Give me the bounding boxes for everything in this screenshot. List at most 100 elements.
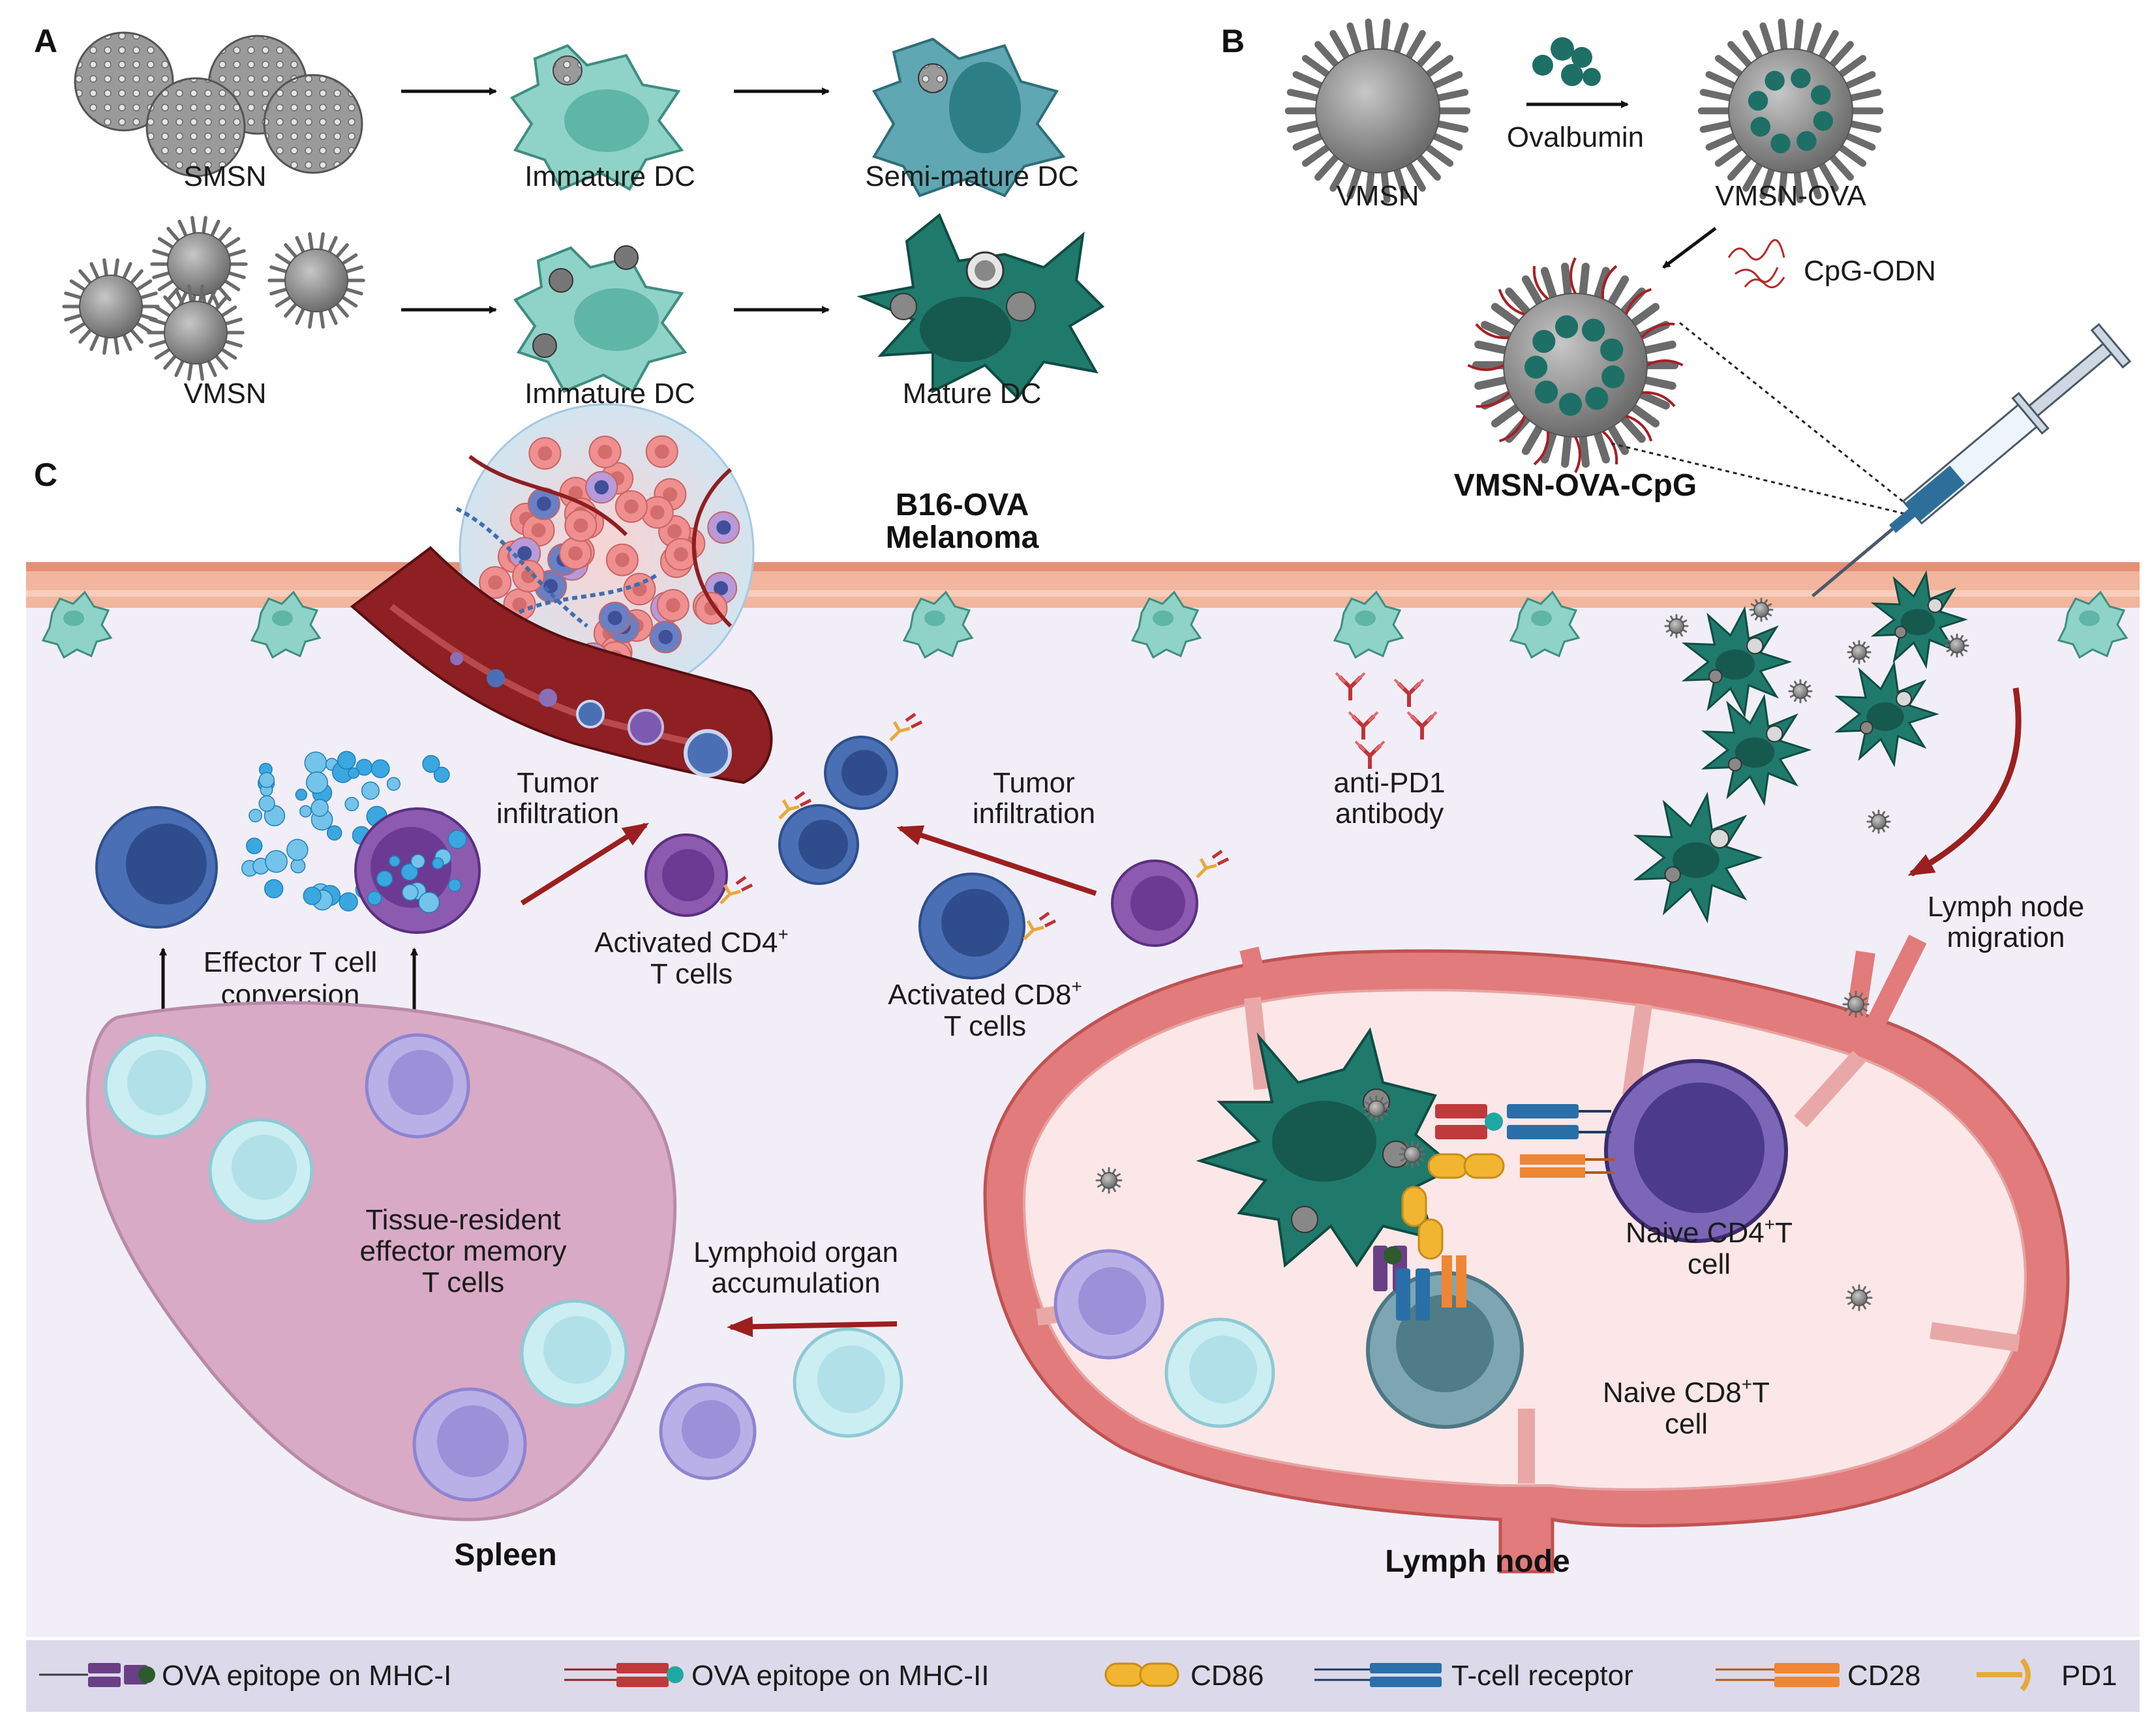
label-tumor-line2: Melanoma [886, 520, 1039, 555]
vmsn-particle [1945, 633, 1969, 658]
pd1-receptor [720, 875, 753, 905]
mature-dc [1633, 792, 1763, 923]
cytokine-dot [410, 854, 425, 869]
panel-label-a: A [34, 23, 57, 59]
lymph-node-t-cells [1053, 1249, 1275, 1428]
antibody-icon [1335, 672, 1366, 700]
label-effector-line1: Effector T cell [204, 946, 378, 978]
skin-dc [2057, 590, 2129, 659]
ovalbumin-icon [1532, 37, 1601, 86]
cytokine-dot [264, 879, 284, 899]
cytokine-dot [422, 755, 440, 773]
tumor-cell [641, 496, 674, 529]
mature-dc [1834, 661, 1939, 768]
cytokine-dot [249, 809, 263, 822]
vmsn-ova-particle [1697, 18, 1884, 203]
cytokine-dot [303, 886, 322, 905]
legend-cd86-label: CD86 [1190, 1660, 1264, 1692]
legend-mhc2-label: OVA epitope on MHC-II [691, 1660, 990, 1692]
label-cpg-odn: CpG-ODN [1804, 255, 1936, 287]
label-smsn: SMSN [183, 160, 266, 192]
cytokine-dot [348, 767, 359, 779]
tumor-cell [598, 601, 631, 635]
label-cd4-activated-2: T cells [650, 958, 733, 990]
pd1-receptor [1196, 849, 1230, 878]
label-semi-mature-dc: Semi-mature DC [865, 160, 1079, 192]
label-naive-cd4-2: cell [1688, 1248, 1731, 1280]
panel-label-b: B [1221, 23, 1245, 59]
label-infiltration-right-1: Tumor [993, 767, 1075, 799]
skin-dc [1509, 590, 1581, 659]
label-vmsn-ova: VMSN-OVA [1715, 180, 1866, 212]
mature-dc [1681, 605, 1793, 719]
label-mature-dc: Mature DC [903, 378, 1042, 410]
effector-cd8-cell [95, 806, 218, 929]
antibody-icon [1406, 711, 1438, 740]
vmsn-particle [267, 232, 365, 329]
vmsn-particle [1845, 1284, 1873, 1311]
pd1-receptor [778, 790, 812, 820]
label-lymph-node: Lymph node [1385, 1544, 1570, 1579]
label-trm-2: effector memory [359, 1235, 566, 1267]
legend-pd1-icon [1977, 1658, 2031, 1692]
migrating-t-cells [659, 1327, 903, 1480]
vmsn-particle [150, 216, 248, 312]
skin-dc [41, 590, 113, 659]
vmsn-particle [1847, 640, 1872, 665]
cytokine-dot [265, 850, 288, 873]
label-vmsn-b: VMSN [1336, 180, 1419, 212]
vmsn-particle [1399, 1141, 1426, 1168]
label-naive-cd8-1: Naive CD8+T [1603, 1374, 1770, 1409]
cytokine-dot [386, 777, 401, 791]
legend-mhc1-icon [39, 1663, 155, 1687]
cytokine-dot [246, 837, 263, 854]
legend-cd28-label: CD28 [1847, 1660, 1921, 1692]
cytokine-dot [418, 891, 440, 914]
label-lymphoid-2: accumulation [711, 1267, 880, 1299]
legend-mhc1-label: OVA epitope on MHC-I [162, 1660, 451, 1692]
skin-dc [250, 590, 322, 659]
label-spleen: Spleen [454, 1538, 556, 1572]
tumor-cell [588, 435, 622, 468]
label-trm-3: T cells [422, 1266, 504, 1298]
vmsn-particle [1284, 18, 1471, 203]
immature-dc-1 [509, 44, 684, 191]
cytokine-dot [304, 751, 327, 775]
tumor-cell [512, 560, 545, 593]
cytokine-dot [361, 781, 380, 800]
label-immature-dc-1: Immature DC [524, 160, 695, 192]
label-infiltration-left-1: Tumor [517, 767, 599, 799]
semi-mature-dc [872, 37, 1066, 198]
label-cd8-activated-2: T cells [944, 1010, 1026, 1042]
cytokine-dot [299, 805, 312, 818]
arrow-infiltration-left [520, 822, 650, 906]
cytokine-dot [371, 759, 390, 779]
pd1-receptors [720, 712, 1230, 940]
tumor-cell [564, 509, 598, 542]
mature-dc [1701, 693, 1812, 807]
immature-dc-2 [513, 245, 688, 393]
vmsn-particle [1866, 809, 1891, 834]
tumor-cell [614, 490, 648, 523]
vmsn-particle [147, 284, 245, 381]
label-anti-pd1-1: anti-PD1 [1333, 767, 1445, 799]
vmsn-particle [1788, 679, 1813, 704]
b16-ova-tumor [350, 403, 773, 785]
cytokine-dot [344, 797, 359, 811]
vmsn-particle [1363, 1095, 1390, 1122]
skin-dendritic-cells [41, 590, 2129, 659]
panel-label-c: C [34, 456, 57, 493]
legend-tcr-label: T-cell receptor [1451, 1660, 1633, 1692]
cytokine-dot [447, 878, 462, 892]
cytokine-dot [431, 857, 444, 870]
vmsn-particles [62, 216, 365, 381]
activated-t-cells [644, 736, 1198, 980]
tumor-cell [585, 471, 618, 504]
label-trm-1: Tissue-resident [365, 1204, 560, 1236]
antibody-icon [1393, 678, 1425, 707]
legend-tcr-icon [1314, 1663, 1442, 1687]
vmsn-ova-cpg-particle [1467, 257, 1684, 473]
label-ovalbumin: Ovalbumin [1507, 121, 1644, 153]
skin-dc [1333, 590, 1404, 659]
